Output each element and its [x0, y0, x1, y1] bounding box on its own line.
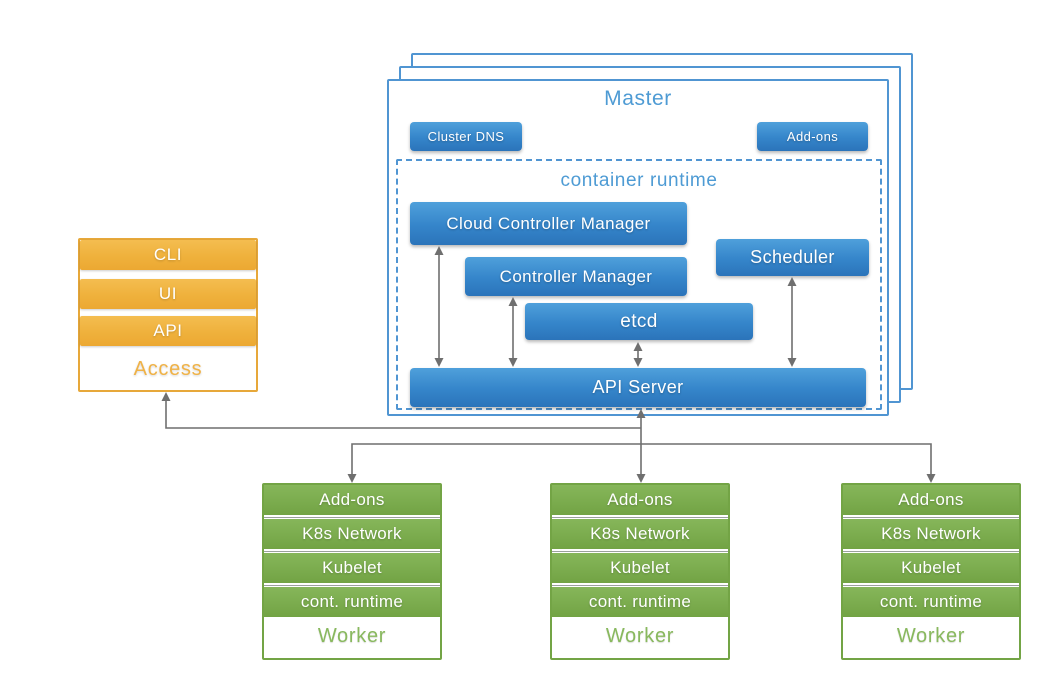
etcd-box: etcd [525, 303, 753, 340]
worker-separator [843, 551, 1019, 552]
worker-separator [264, 585, 440, 586]
worker-row-addons: Add-ons [264, 485, 440, 515]
worker-node-3: Add-ons K8s Network Kubelet cont. runtim… [841, 483, 1021, 660]
master-title: Master [604, 87, 672, 110]
worker-row-kubelet: Kubelet [843, 553, 1019, 583]
worker-row-cont-runtime: cont. runtime [552, 587, 728, 617]
cluster-dns-box: Cluster DNS [410, 122, 522, 151]
worker-row-kubelet: Kubelet [264, 553, 440, 583]
worker-node-1: Add-ons K8s Network Kubelet cont. runtim… [262, 483, 442, 660]
worker-row-kubelet: Kubelet [552, 553, 728, 583]
cloud-controller-manager-box: Cloud Controller Manager [410, 202, 687, 245]
worker-separator [264, 551, 440, 552]
worker-row-addons: Add-ons [552, 485, 728, 515]
arrowhead-down-worker-3 [926, 474, 936, 483]
access-box: CLI UI API Access [78, 238, 258, 392]
worker-row-cont-runtime: cont. runtime [843, 587, 1019, 617]
worker-title: Worker [605, 625, 675, 647]
container-runtime-title: container runtime [560, 170, 718, 191]
worker-row-cont-runtime: cont. runtime [264, 587, 440, 617]
master-addons-box: Add-ons [757, 122, 868, 151]
access-item-ui: UI [80, 279, 256, 309]
worker-node-2: Add-ons K8s Network Kubelet cont. runtim… [550, 483, 730, 660]
access-item-cli: CLI [80, 240, 256, 270]
worker-separator [264, 517, 440, 518]
arrowhead-up-access [161, 392, 171, 401]
worker-title: Worker [896, 625, 966, 647]
scheduler-box: Scheduler [716, 239, 869, 276]
controller-manager-box: Controller Manager [465, 257, 687, 296]
worker-row-k8s-network: K8s Network [552, 519, 728, 549]
worker-separator [843, 585, 1019, 586]
worker-row-addons: Add-ons [843, 485, 1019, 515]
arrow-worker-bus [351, 443, 932, 476]
worker-separator [552, 585, 728, 586]
worker-separator [843, 517, 1019, 518]
worker-row-k8s-network: K8s Network [264, 519, 440, 549]
access-title: Access [133, 357, 203, 380]
worker-row-k8s-network: K8s Network [843, 519, 1019, 549]
worker-title: Worker [317, 625, 387, 647]
worker-separator [552, 551, 728, 552]
access-item-api: API [80, 316, 256, 346]
arrowhead-down-worker-2 [636, 474, 646, 483]
worker-separator [552, 517, 728, 518]
arrowhead-down-worker-1 [347, 474, 357, 483]
api-server-box: API Server [410, 368, 866, 407]
